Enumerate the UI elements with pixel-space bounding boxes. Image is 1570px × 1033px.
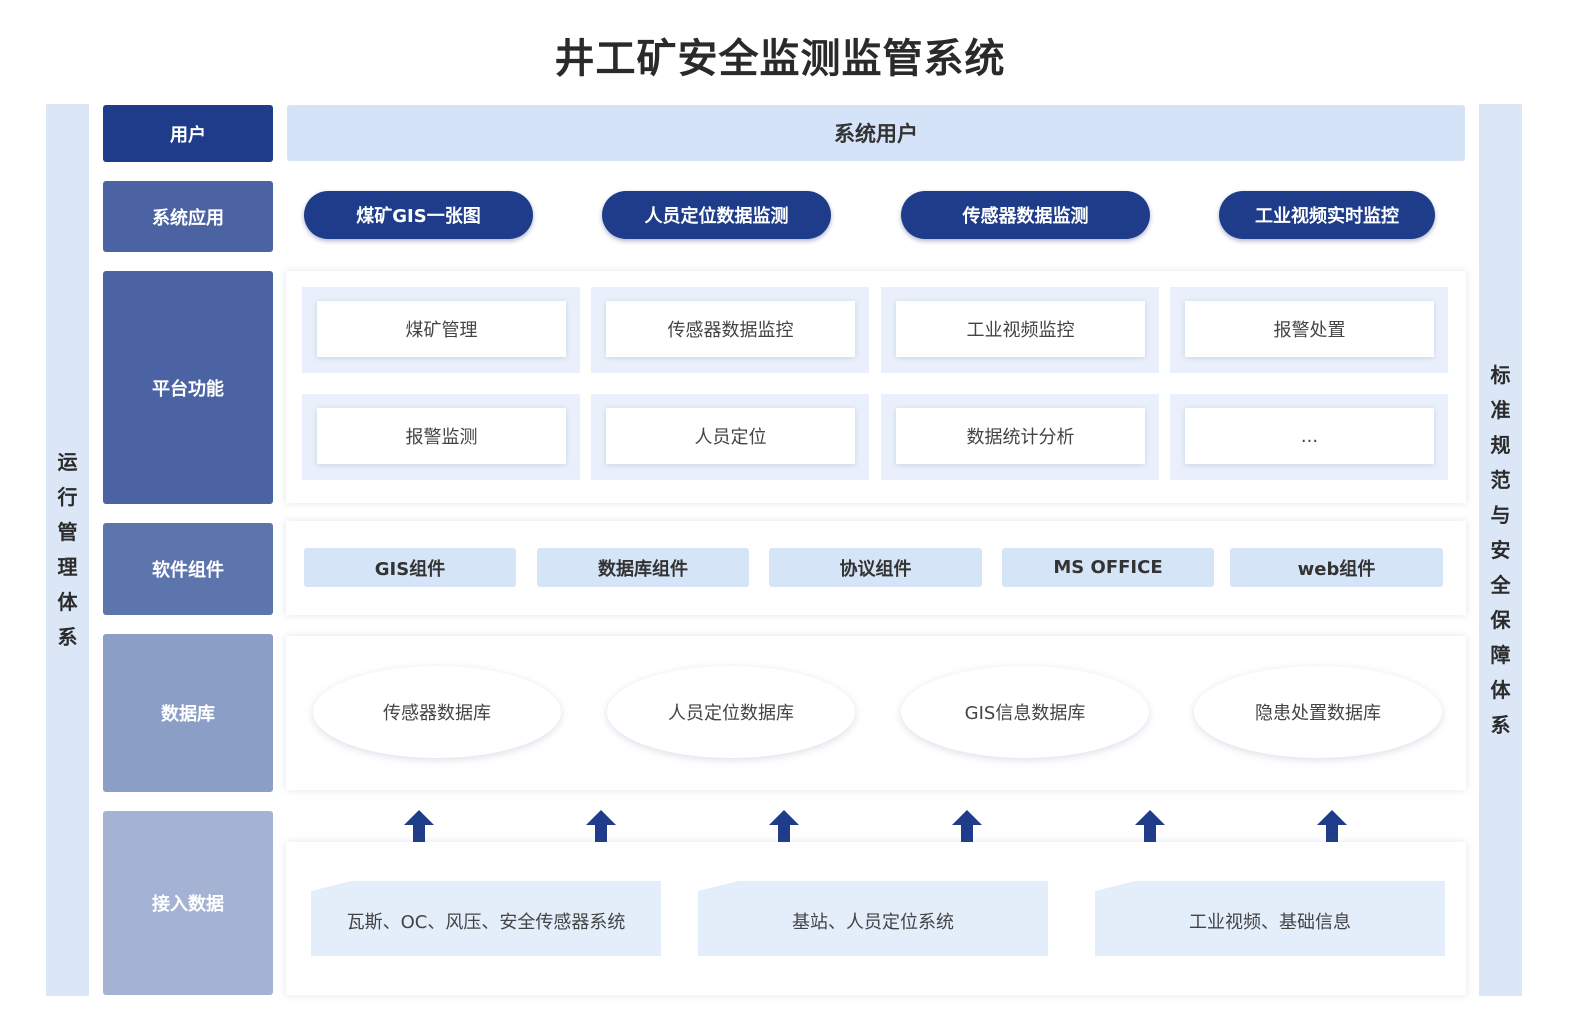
- function-cell: 报警监测: [302, 394, 580, 480]
- platform-panel: 煤矿管理 传感器数据监控 工业视频监控 报警处置 报警监测 人员定位 数据统计分…: [286, 271, 1466, 503]
- up-arrow-icon: [586, 810, 616, 842]
- component-ms-office: MS OFFICE: [1002, 548, 1214, 587]
- layer-label-user: 用户: [103, 105, 273, 162]
- layer-label-input: 接入数据: [103, 811, 273, 995]
- function-cell: 传感器数据监控: [591, 287, 869, 373]
- function-cell: 人员定位: [591, 394, 869, 480]
- up-arrow-icon: [1135, 810, 1165, 842]
- function-item: 人员定位: [606, 408, 855, 464]
- app-gis-map: 煤矿GIS一张图: [304, 191, 533, 239]
- function-cell: 工业视频监控: [881, 287, 1159, 373]
- component-database: 数据库组件: [537, 548, 749, 587]
- left-side-bar: 运行管理体系: [46, 104, 89, 996]
- function-item: 报警处置: [1185, 301, 1434, 357]
- up-arrow-icon: [952, 810, 982, 842]
- database-personnel: 人员定位数据库: [607, 666, 855, 758]
- up-arrow-icon: [1317, 810, 1347, 842]
- layer-label-software: 软件组件: [103, 523, 273, 615]
- right-side-label: 标准规范与安全保障体系: [1490, 362, 1511, 737]
- app-personnel-monitor: 人员定位数据监测: [602, 191, 831, 239]
- up-arrow-icon: [769, 810, 799, 842]
- right-side-bar: 标准规范与安全保障体系: [1479, 104, 1522, 996]
- function-item: 煤矿管理: [317, 301, 566, 357]
- database-sensor: 传感器数据库: [313, 666, 561, 758]
- app-sensor-monitor: 传感器数据监测: [901, 191, 1150, 239]
- left-side-label: 运行管理体系: [57, 450, 78, 649]
- layer-label-app: 系统应用: [103, 181, 273, 252]
- function-cell: ...: [1170, 394, 1448, 480]
- database-hazard: 隐患处置数据库: [1194, 666, 1442, 758]
- layer-label-platform: 平台功能: [103, 271, 273, 504]
- function-item: 数据统计分析: [896, 408, 1145, 464]
- app-video-monitor: 工业视频实时监控: [1219, 191, 1435, 239]
- up-arrow-icon: [404, 810, 434, 842]
- component-gis: GIS组件: [304, 548, 516, 587]
- function-item: ...: [1185, 408, 1434, 464]
- system-user-bar: 系统用户: [287, 105, 1465, 161]
- function-cell: 煤矿管理: [302, 287, 580, 373]
- diagram-title: 井工矿安全监测监管系统: [554, 36, 1006, 82]
- function-item: 报警监测: [317, 408, 566, 464]
- function-item: 传感器数据监控: [606, 301, 855, 357]
- function-item: 工业视频监控: [896, 301, 1145, 357]
- layer-label-database: 数据库: [103, 634, 273, 792]
- database-gis: GIS信息数据库: [901, 666, 1149, 758]
- function-cell: 数据统计分析: [881, 394, 1159, 480]
- source-sensor-systems: 瓦斯、OC、风压、安全传感器系统: [311, 881, 661, 956]
- source-video-info: 工业视频、基础信息: [1095, 881, 1445, 956]
- component-protocol: 协议组件: [769, 548, 982, 587]
- component-web: web组件: [1230, 548, 1443, 587]
- function-cell: 报警处置: [1170, 287, 1448, 373]
- source-personnel-systems: 基站、人员定位系统: [698, 881, 1048, 956]
